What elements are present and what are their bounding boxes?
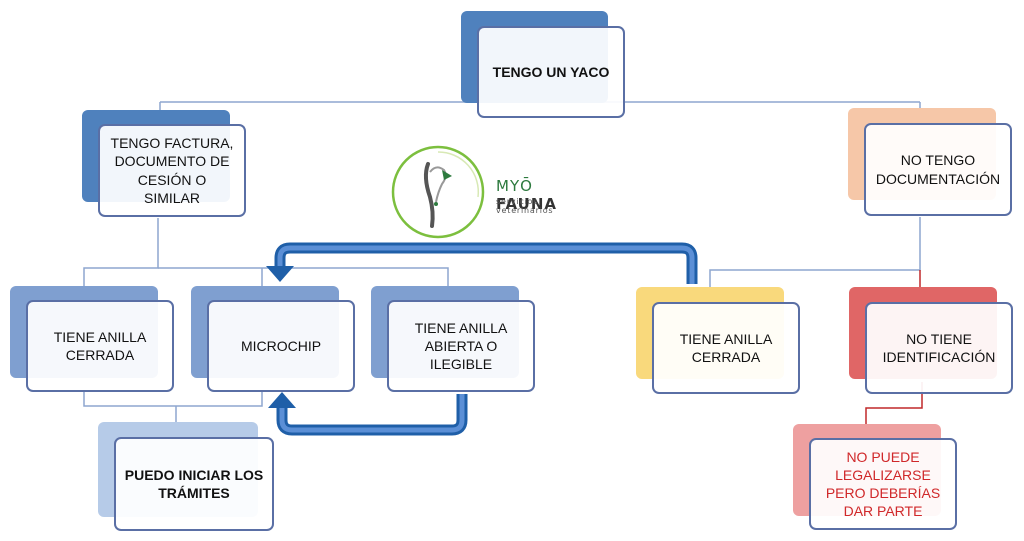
return-arrow-bottom	[276, 394, 468, 436]
node-puedo-iniciar: PUEDO INICIAR LOS TRÁMITES	[114, 437, 274, 531]
brand-fauna: FAUNA	[496, 195, 558, 213]
node-no-identificacion: NO TIENE IDENTIFICACIÓN	[865, 302, 1013, 394]
node-factura: TENGO FACTURA, DOCUMENTO DE CESIÓN O SIM…	[98, 124, 246, 217]
brand-tagline: servicios veterinarios	[496, 197, 554, 215]
node-anilla-cerrada-left: TIENE ANILLA CERRADA	[26, 300, 174, 392]
arrow-head-bottom	[268, 392, 296, 408]
node-microchip: MICROCHIP	[207, 300, 355, 392]
arrow-head-top	[266, 266, 294, 282]
brand-myo: MYŌ	[496, 177, 533, 195]
node-no-puede: NO PUEDE LEGALIZARSE PERO DEBERÍAS DAR P…	[809, 438, 957, 530]
node-root: TENGO UN YACO	[477, 26, 625, 118]
bird-logo-icon	[391, 145, 485, 239]
return-arrow-top	[274, 242, 698, 284]
logo: MYŌ FAUNA servicios veterinarios	[388, 142, 598, 242]
node-anilla-abierta: TIENE ANILLA ABIERTA O ILEGIBLE	[387, 300, 535, 392]
node-no-doc: NO TENGO DOCUMENTACIÓN	[864, 123, 1012, 216]
node-anilla-cerrada-right: TIENE ANILLA CERRADA	[652, 302, 800, 394]
